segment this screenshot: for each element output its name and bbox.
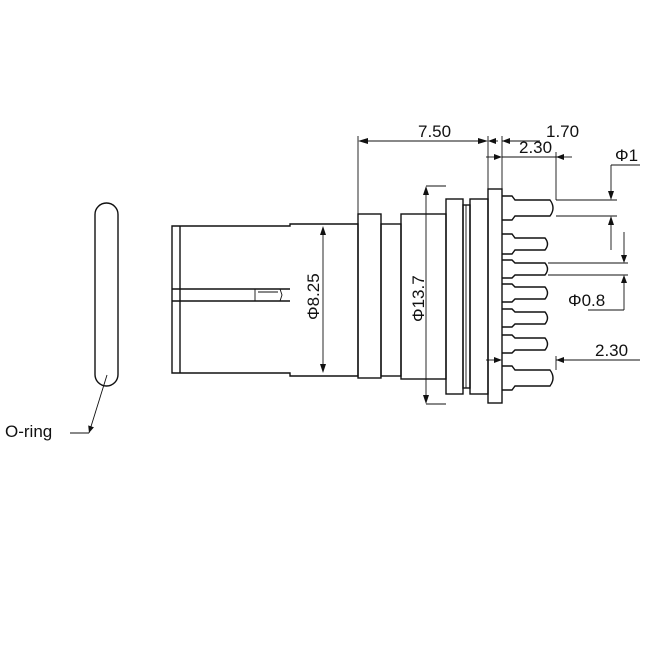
dim-length-label: 7.50 <box>418 122 451 141</box>
arrowhead <box>358 138 368 144</box>
arrowhead <box>621 275 627 283</box>
sleeve-outline <box>171 223 359 377</box>
arrowhead <box>423 395 429 404</box>
dimension-pin-bottom: 2.30 <box>486 341 640 370</box>
dim-pin-top-label: 2.30 <box>519 138 552 157</box>
arrowhead <box>488 138 496 144</box>
arrowhead <box>608 191 614 200</box>
arrowhead <box>423 186 429 195</box>
pin-7 <box>502 365 554 391</box>
arrowhead <box>608 216 614 225</box>
dimension-phi1: Φ1 <box>556 146 640 250</box>
arrowhead <box>320 364 326 373</box>
latch-detail <box>254 288 283 302</box>
front-sleeve <box>171 223 359 377</box>
collar <box>357 213 382 379</box>
arrowhead <box>478 138 488 144</box>
arrowhead <box>502 138 510 144</box>
arrowhead <box>494 154 502 160</box>
dim-phi1-label: Φ1 <box>615 146 638 165</box>
washer <box>462 204 471 389</box>
dimension-pin-top: 2.30 <box>486 138 572 200</box>
pin-6 <box>502 334 549 354</box>
neck <box>380 223 402 377</box>
o-ring-leader <box>88 374 108 434</box>
dim-phi825-label: Φ8.25 <box>304 273 323 320</box>
dim-phi137-label: Φ13.7 <box>409 275 428 322</box>
panel-plate <box>469 198 489 395</box>
dimension-flange: 1.70 <box>488 122 579 189</box>
arrowhead <box>556 357 564 363</box>
arrowhead <box>621 255 627 263</box>
pin-1 <box>502 195 554 221</box>
dim-phi08-label: Φ0.8 <box>568 291 605 310</box>
dim-flange-label: 1.70 <box>546 122 579 141</box>
dimension-phi137: Φ13.7 <box>409 185 446 405</box>
pin-2 <box>502 233 549 255</box>
dimension-phi825: Φ8.25 <box>304 226 326 373</box>
dim-pin-bottom-label: 2.30 <box>595 341 628 360</box>
rear-flange <box>487 188 503 404</box>
connector-body <box>380 188 503 404</box>
arrowhead <box>494 357 502 363</box>
dimension-length: 7.50 <box>357 122 489 214</box>
o-ring-part: O-ring <box>5 202 119 441</box>
o-ring-outline <box>94 202 119 387</box>
o-ring-label: O-ring <box>5 422 52 441</box>
arrowhead <box>320 226 326 235</box>
pin-5 <box>502 308 549 328</box>
pin-4 <box>502 283 549 303</box>
dimension-phi08: Φ0.8 <box>548 232 628 311</box>
pin-3 <box>502 259 549 279</box>
pin-group <box>502 195 554 391</box>
nut <box>445 198 464 395</box>
arrowhead <box>556 154 564 160</box>
